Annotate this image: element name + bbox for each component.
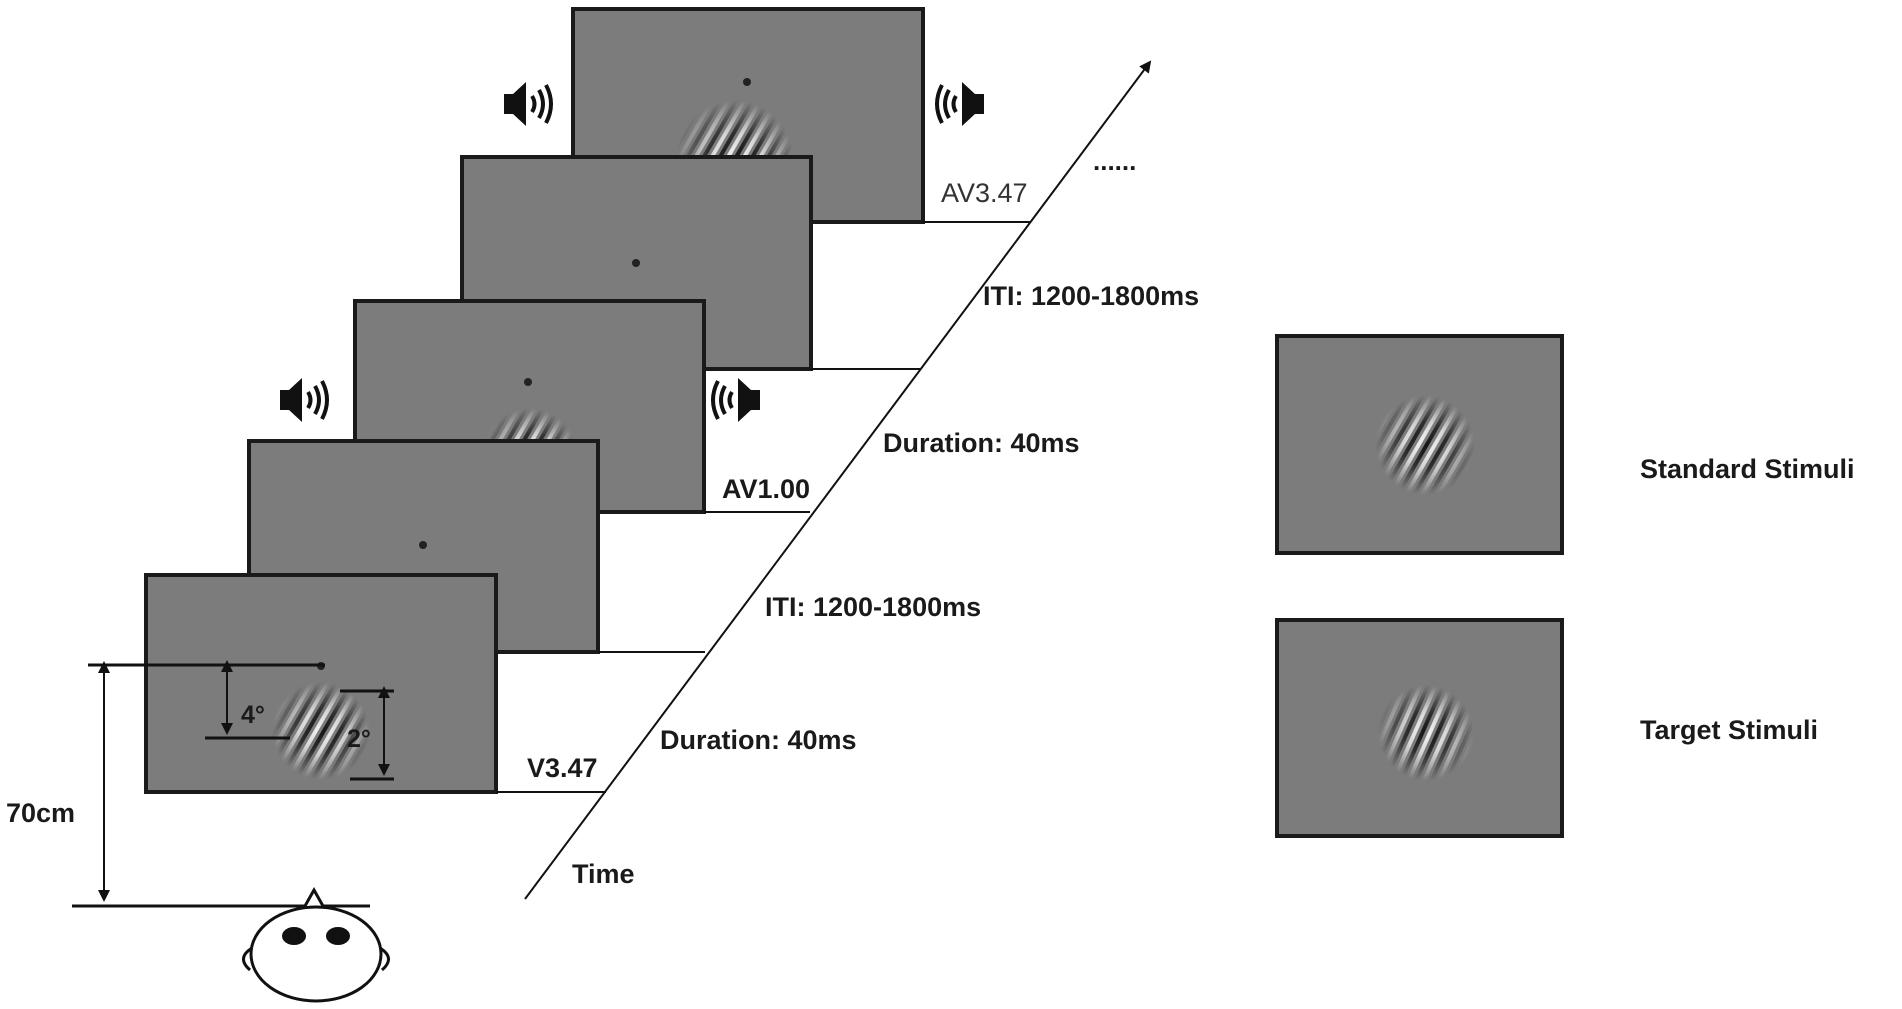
label-av347: AV3.47 <box>941 178 1028 208</box>
label-duration-top: Duration: 40ms <box>883 428 1080 458</box>
label-angle-outer: 4° <box>241 701 265 729</box>
label-angle-inner: 2° <box>347 725 371 753</box>
label-time: Time <box>572 859 635 889</box>
label-iti-top: ITI: 1200-1800ms <box>983 281 1199 311</box>
gabor-patch-standard <box>1375 395 1475 495</box>
gabor-patch-v347 <box>272 682 370 780</box>
speaker-right-mid-icon <box>711 376 762 424</box>
observer-head-icon <box>242 886 390 1003</box>
speaker-left-top-icon <box>502 80 553 128</box>
label-v347: V3.47 <box>527 753 598 783</box>
time-axis <box>524 60 1152 900</box>
standard-stimulus-panel <box>1275 334 1564 555</box>
speaker-left-mid-icon <box>278 376 329 424</box>
speaker-right-top-icon <box>935 80 986 128</box>
label-av100: AV1.00 <box>722 474 810 504</box>
label-duration-bottom: Duration: 40ms <box>660 725 857 755</box>
label-standard-stimuli: Standard Stimuli <box>1640 454 1855 484</box>
gabor-patch-target <box>1373 680 1479 786</box>
label-distance: 70cm <box>6 798 75 828</box>
label-target-stimuli: Target Stimuli <box>1640 715 1818 745</box>
label-ellipsis: ...... <box>1093 146 1136 176</box>
frame-v347 <box>144 573 606 794</box>
label-iti-bottom: ITI: 1200-1800ms <box>765 592 981 622</box>
target-stimulus-panel <box>1275 618 1564 838</box>
visual-angle-annotation <box>88 660 394 781</box>
